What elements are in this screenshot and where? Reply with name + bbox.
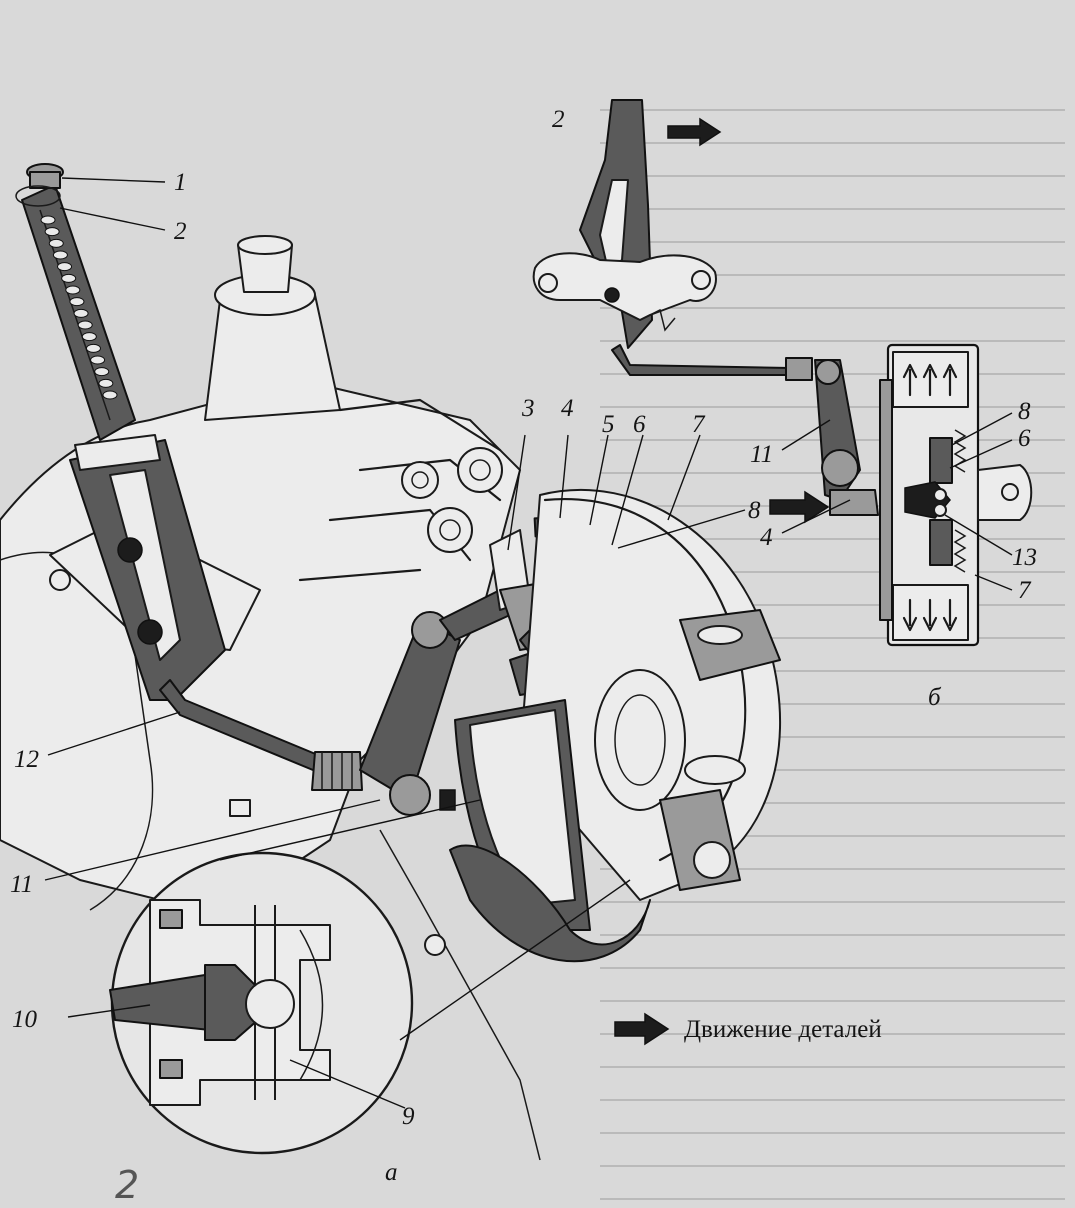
callout-b-7: 7 bbox=[1018, 577, 1032, 604]
view-b-schematic bbox=[532, 99, 1033, 647]
callout-a-9: 9 bbox=[402, 1103, 415, 1130]
callout-b-4: 4 bbox=[760, 524, 773, 551]
callout-b-8: 8 bbox=[1018, 398, 1031, 425]
spring-coil bbox=[61, 273, 77, 283]
motion-arrow-icon bbox=[769, 490, 830, 524]
rod-b bbox=[611, 344, 791, 376]
leader-lines bbox=[44, 177, 1013, 1109]
spring-coil bbox=[98, 378, 114, 388]
spring-coil bbox=[90, 355, 106, 365]
spring-coil bbox=[48, 238, 64, 248]
legend: Движение деталей bbox=[614, 1012, 882, 1046]
arrows-up-icon bbox=[902, 363, 958, 397]
detail-circle bbox=[109, 799, 631, 1155]
spring-coil bbox=[57, 262, 73, 272]
spring-coil bbox=[73, 308, 89, 318]
bracket-b bbox=[532, 252, 717, 321]
callout-a-8: 8 bbox=[748, 497, 761, 524]
callout-a-11: 11 bbox=[10, 871, 33, 898]
housing-right-lower bbox=[379, 829, 541, 1161]
spring-coil bbox=[44, 227, 60, 237]
brake-drum bbox=[449, 489, 782, 963]
spring-coil bbox=[52, 250, 68, 260]
callout-a-5: 5 bbox=[602, 411, 615, 438]
callout-b-6: 6 bbox=[1018, 425, 1031, 452]
callout-a-10: 10 bbox=[12, 1006, 38, 1033]
housing-ribs bbox=[298, 398, 502, 582]
callout-b-2: 2 bbox=[552, 106, 565, 133]
arrows-down-icon bbox=[902, 598, 958, 632]
spring-coils bbox=[40, 215, 118, 400]
spring-coil bbox=[77, 320, 93, 330]
callout-labels: 1 2 3 4 5 6 7 8 12 11 10 9 2 11 8 6 4 13… bbox=[10, 106, 1037, 1130]
callout-a-1: 1 bbox=[174, 169, 187, 196]
motion-arrow-icon bbox=[667, 117, 722, 147]
spring-coil bbox=[65, 285, 81, 295]
legend-arrow-icon bbox=[614, 1012, 670, 1046]
callout-b-13: 13 bbox=[1012, 544, 1037, 571]
spring-coil bbox=[102, 390, 118, 400]
parking-brake-handle bbox=[15, 163, 136, 441]
spring-coil bbox=[40, 215, 56, 225]
callout-a-7: 7 bbox=[692, 411, 706, 438]
handwritten-mark: 2 bbox=[115, 1163, 139, 1207]
lever-bracket bbox=[49, 434, 261, 701]
callout-a-12: 12 bbox=[14, 746, 39, 773]
callout-b-11: 11 bbox=[750, 441, 773, 468]
legend-label: Движение деталей bbox=[684, 1016, 882, 1043]
view-a-label: а bbox=[385, 1159, 398, 1186]
spring-coil bbox=[94, 367, 110, 377]
spring-coil bbox=[69, 297, 85, 307]
callout-a-4: 4 bbox=[561, 395, 574, 422]
view-a-assembly bbox=[0, 163, 782, 1161]
spring-coil bbox=[81, 332, 97, 342]
actuator-housing-b bbox=[879, 343, 1033, 647]
view-b-label: б bbox=[928, 684, 942, 711]
spring-coil bbox=[85, 343, 101, 353]
callout-a-3: 3 bbox=[521, 395, 535, 422]
callout-a-2: 2 bbox=[174, 218, 187, 245]
callout-a-6: 6 bbox=[633, 411, 646, 438]
